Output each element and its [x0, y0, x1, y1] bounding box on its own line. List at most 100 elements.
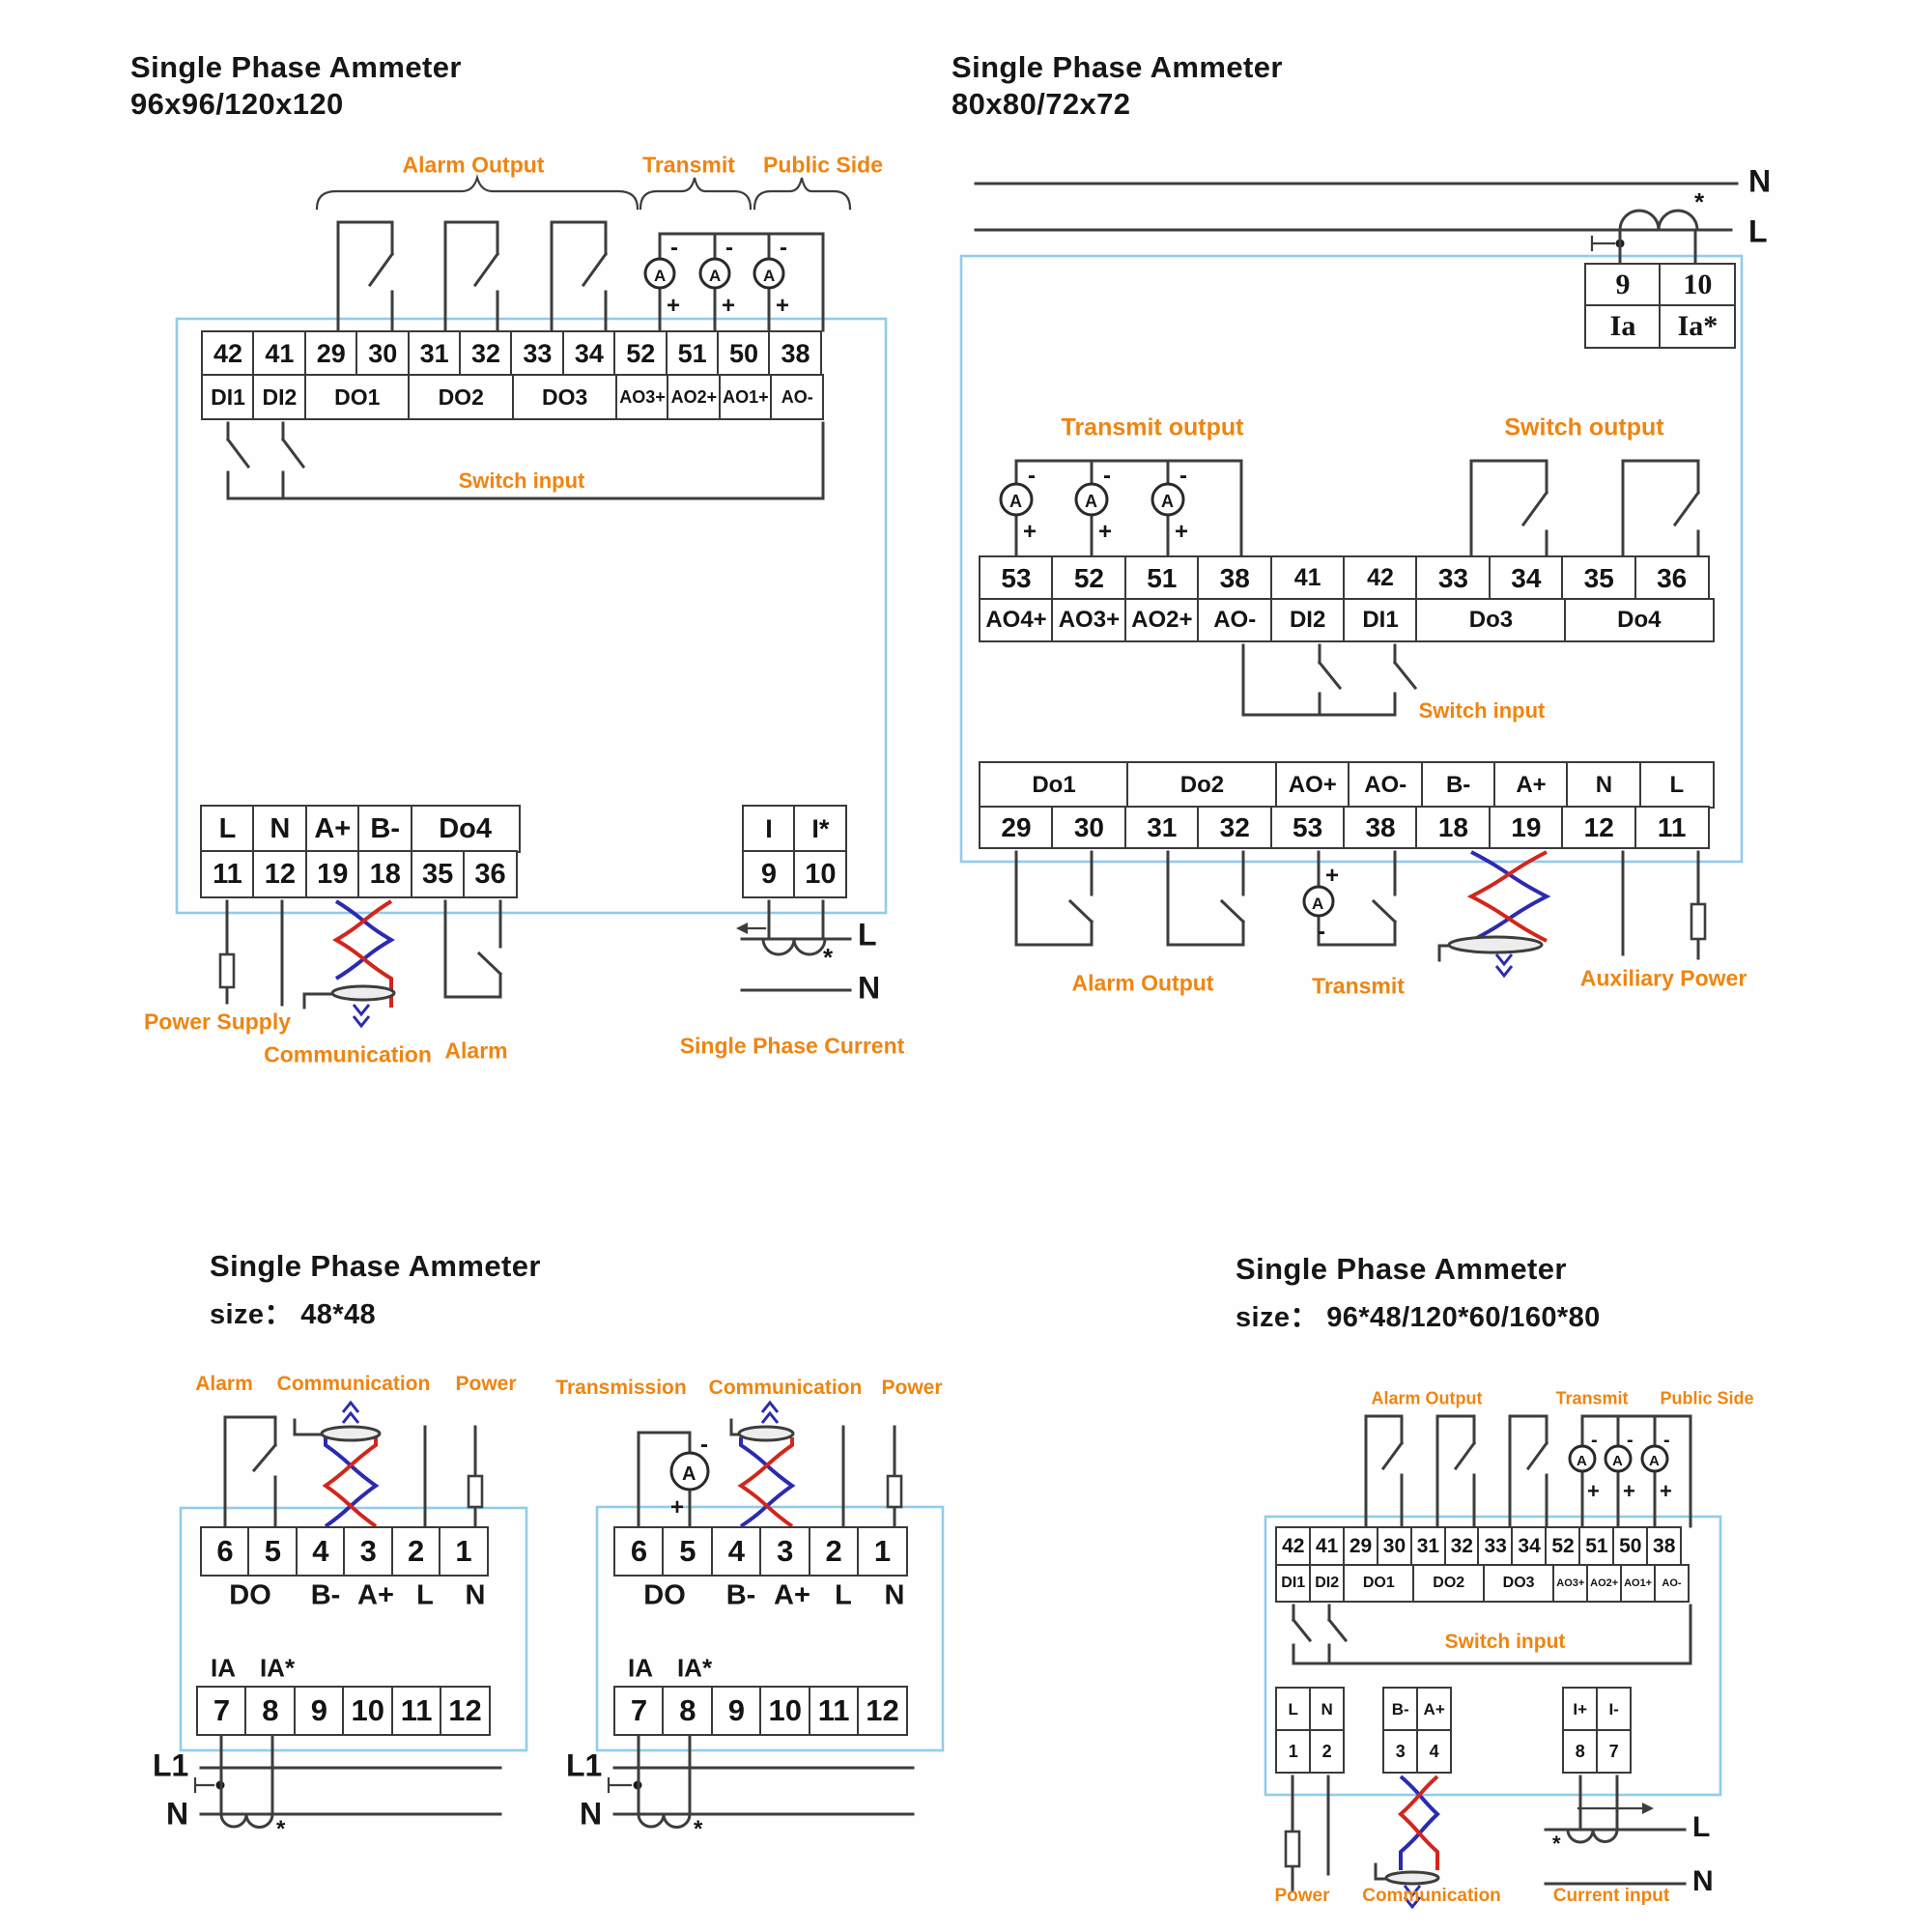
svg-text:*: * — [694, 1816, 703, 1842]
svg-text:+: + — [1098, 519, 1112, 545]
d1-power-supply-label: Power Supply — [143, 1009, 292, 1035]
ammeter-icon — [669, 1451, 710, 1492]
terminal-label: DO1 — [1342, 1564, 1415, 1604]
d3b-line-l1-label: L1 — [566, 1747, 603, 1783]
alarm-switch — [223, 1415, 278, 1528]
d4-title-line2: size： 96*48/120*60/160*80 — [1236, 1302, 1601, 1333]
svg-text:+: + — [722, 293, 735, 319]
d2-transmit-output-label: Transmit output — [1061, 413, 1244, 441]
fuse-icon — [886, 1474, 903, 1509]
d1-device-outline — [175, 317, 888, 915]
terminal-label: AO2+ — [1585, 1564, 1623, 1604]
terminal-number: 18 — [357, 850, 413, 899]
d3-title-line2: size： 48*48 — [210, 1299, 377, 1330]
terminal-number: 5 — [247, 1526, 298, 1577]
terminal-number: 9 — [710, 1686, 762, 1736]
terminal-number: 5 — [662, 1526, 714, 1577]
d4-comm-block: B- A+ 3 4 — [1382, 1687, 1453, 1775]
d4-public-side-label: Public Side — [1660, 1388, 1754, 1408]
svg-text:*: * — [276, 1816, 286, 1842]
d1-communication-label: Communication — [264, 1041, 432, 1067]
svg-text:A: A — [1161, 492, 1174, 511]
ammeter-icon — [1151, 482, 1185, 517]
terminal-label: AO3+ — [1051, 598, 1127, 643]
terminal-label: N — [1566, 761, 1642, 809]
terminal-number: 1 — [857, 1526, 909, 1577]
d3a-wiring: * — [179, 1400, 528, 1842]
svg-text:+: + — [1325, 863, 1339, 889]
d1-braces — [315, 174, 852, 211]
d3a-line-l1-label: L1 — [153, 1747, 189, 1783]
d1-transmit-ammeters: A A A - - - + + + — [643, 232, 825, 332]
terminal-number: 35 — [410, 850, 466, 899]
terminal-number: 12 — [252, 850, 308, 899]
terminal-number: 38 — [1343, 806, 1419, 850]
d2-switch-input-label: Switch input — [1418, 698, 1546, 723]
d3a-label-l: L — [416, 1579, 434, 1611]
terminal-number: 12 — [440, 1686, 492, 1736]
d1-alarm-switches — [336, 220, 609, 332]
terminal-number: 34 — [1511, 1526, 1548, 1567]
d3a-terminal-strip-top: 6 5 4 3 2 1 — [200, 1526, 490, 1577]
svg-text:+: + — [667, 293, 680, 319]
terminal-number: 38 — [1197, 555, 1273, 601]
current-transformer-icon — [761, 937, 827, 956]
terminal-label: I+ — [1562, 1687, 1599, 1732]
terminal-number: 18 — [1415, 806, 1492, 850]
terminal-number: 41 — [252, 330, 307, 377]
terminal-number: 8 — [244, 1686, 297, 1736]
d3a-terminal-strip-bottom: 7 8 9 10 11 12 — [196, 1686, 492, 1736]
terminal-label: DO3 — [1482, 1564, 1555, 1604]
rs485-wire-blue — [1470, 850, 1551, 943]
fuse-icon — [1284, 1830, 1301, 1868]
terminal-number: 2 — [390, 1526, 441, 1577]
svg-text:+: + — [670, 1494, 684, 1520]
terminal-label: DI1 — [1343, 598, 1419, 643]
ammeter-icon — [1640, 1444, 1669, 1473]
svg-text:A: A — [709, 267, 721, 285]
terminal-number: 1 — [439, 1526, 490, 1577]
d3a-label-aplus: A+ — [357, 1579, 394, 1611]
d3a-current-wiring: * — [193, 1734, 502, 1842]
terminal-number: 11 — [200, 850, 255, 899]
svg-text:*: * — [1552, 1832, 1561, 1856]
terminal-number: 30 — [1051, 806, 1127, 850]
d3-title-line1: Single Phase Ammeter — [210, 1249, 541, 1283]
terminal-label: DO2 — [408, 374, 515, 421]
d2-alarm-output-label: Alarm Output — [1071, 970, 1214, 996]
terminal-label: A+ — [1415, 1687, 1453, 1732]
terminal-number: 53 — [979, 555, 1054, 601]
terminal-label: Do1 — [979, 761, 1129, 809]
rs485-wire-blue — [324, 1437, 380, 1528]
terminal-number: 53 — [1269, 806, 1346, 850]
d4-power-label: Power — [1274, 1886, 1330, 1906]
terminal-number: 35 — [1561, 555, 1637, 601]
d3a-line-n-label: N — [166, 1796, 189, 1832]
terminal-label: B- — [357, 805, 413, 853]
svg-text:-: - — [1103, 463, 1111, 489]
svg-text:-: - — [1663, 1430, 1670, 1451]
terminal-number: 51 — [1578, 1526, 1615, 1567]
terminal-label: Do2 — [1126, 761, 1278, 809]
d4-communication-label: Communication — [1362, 1886, 1501, 1906]
terminal-label: AO- — [770, 374, 825, 421]
d4-alarm-output-label: Alarm Output — [1371, 1388, 1483, 1408]
svg-text:-: - — [780, 235, 787, 261]
d3b-label-aplus: A+ — [774, 1579, 810, 1611]
ammeter-icon — [1074, 482, 1109, 517]
d4-current-block: I+ I- 8 7 — [1562, 1687, 1633, 1775]
d3a-communication-label: Communication — [276, 1373, 431, 1395]
comm-arrow-icon — [352, 1004, 371, 1029]
d2-mains-lines: * — [974, 182, 1739, 265]
terminal-number: 52 — [1051, 555, 1127, 601]
terminal-number: 7 — [613, 1686, 665, 1736]
terminal-number: 34 — [1488, 555, 1564, 601]
d1-transmit-label: Transmit — [642, 152, 735, 178]
terminal-number: 41 — [1269, 555, 1346, 601]
terminal-label: A+ — [1493, 761, 1570, 809]
terminal-number: 11 — [390, 1686, 442, 1736]
d2-device-outline — [959, 254, 1744, 864]
d3b-power-label: Power — [881, 1377, 943, 1399]
bus-coupler-icon — [330, 984, 396, 1002]
